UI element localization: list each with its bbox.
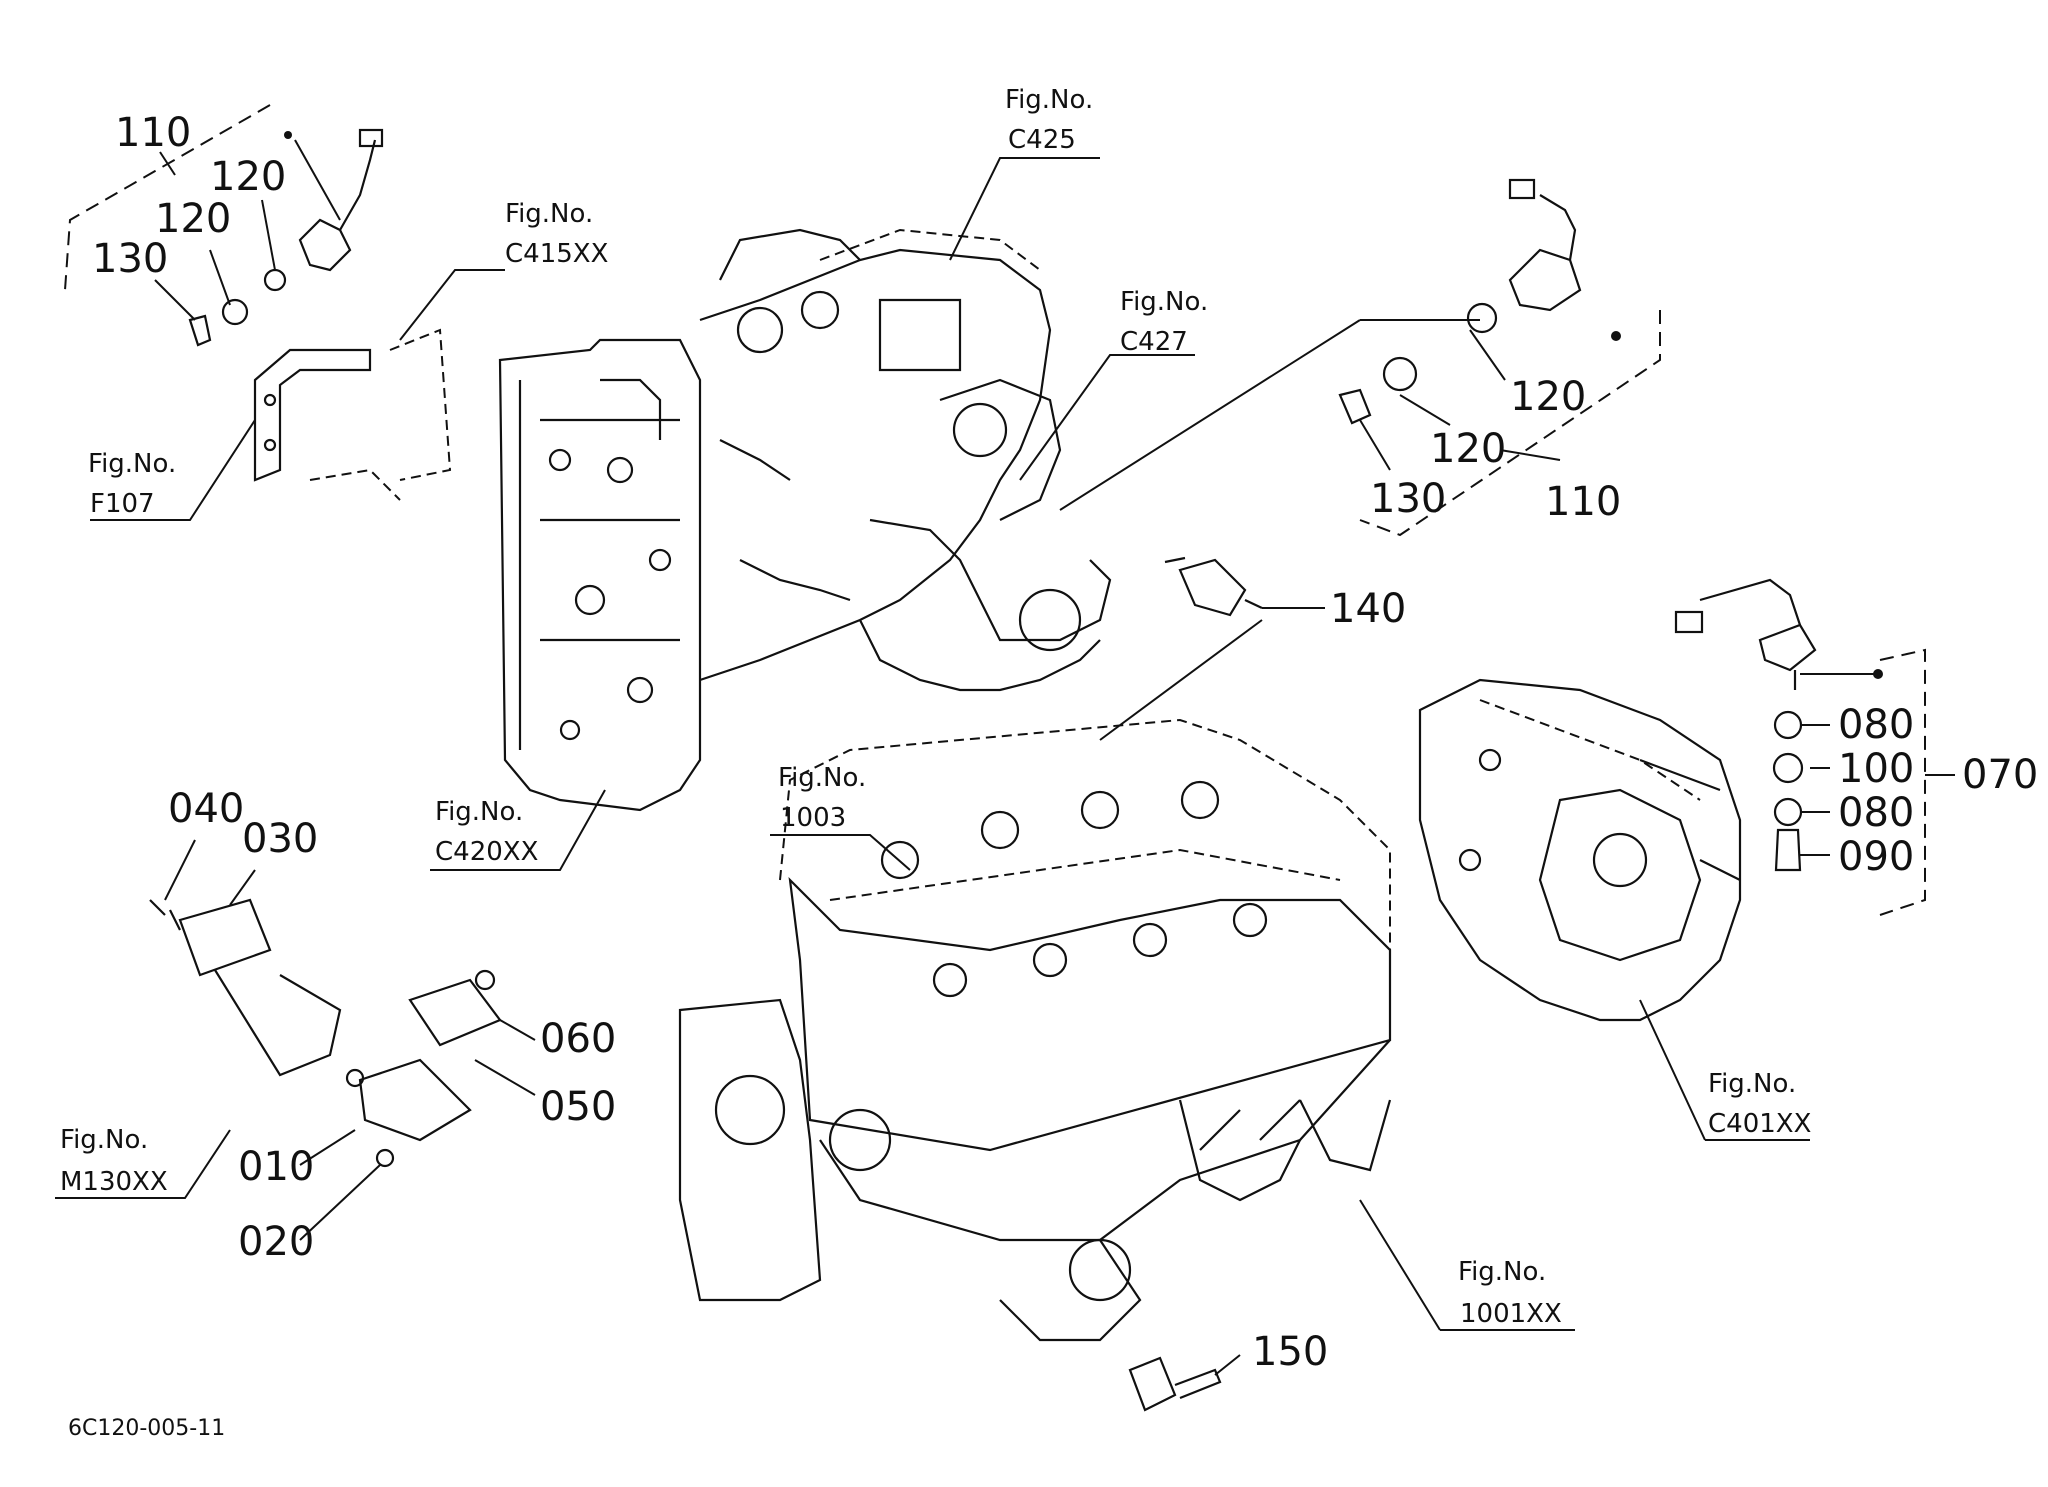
callout-010[interactable]: 010: [238, 1144, 314, 1190]
fig-m130xx-label[interactable]: Fig.No.: [60, 1125, 148, 1155]
callout-120-right-upper[interactable]: 120: [1510, 374, 1586, 420]
fig-c420xx-label[interactable]: Fig.No.: [435, 797, 523, 827]
callout-140[interactable]: 140: [1330, 586, 1406, 632]
switch-140-drawing: [1164, 556, 1263, 617]
leader-lines: [55, 104, 1955, 1376]
callout-120-left-upper[interactable]: 120: [210, 154, 286, 200]
bracket-f107-drawing: [253, 328, 452, 501]
fig-c427-label[interactable]: Fig.No.: [1120, 287, 1208, 317]
callout-070[interactable]: 070: [1962, 752, 2038, 798]
callout-150[interactable]: 150: [1252, 1329, 1328, 1375]
callout-080-upper[interactable]: 080: [1838, 702, 1914, 748]
fig-c420xx-number[interactable]: C420XX: [435, 837, 538, 867]
callout-050[interactable]: 050: [540, 1084, 616, 1130]
fig-1003-label[interactable]: Fig.No.: [778, 763, 866, 793]
callout-080-lower[interactable]: 080: [1838, 790, 1914, 836]
callout-060[interactable]: 060: [540, 1016, 616, 1062]
fig-c427-number[interactable]: C427: [1120, 327, 1188, 357]
fig-f107-label[interactable]: Fig.No.: [88, 449, 176, 479]
sensor-assembly-110-right: [1338, 178, 1621, 425]
fig-f107-number[interactable]: F107: [90, 489, 155, 519]
solenoid-valves-drawing: [149, 898, 502, 1168]
transmission-housing-drawing: [498, 228, 1112, 812]
fig-c401xx-label[interactable]: Fig.No.: [1708, 1069, 1796, 1099]
fig-c425-number[interactable]: C425: [1008, 125, 1076, 155]
fig-1001xx-label[interactable]: Fig.No.: [1458, 1257, 1546, 1287]
clutch-housing-drawing: [1418, 678, 1742, 1022]
callout-100[interactable]: 100: [1838, 746, 1914, 792]
callout-090[interactable]: 090: [1838, 834, 1914, 880]
fig-c401xx-number[interactable]: C401XX: [1708, 1109, 1811, 1139]
callout-130-right[interactable]: 130: [1370, 476, 1446, 522]
callout-labels: 110 120 120 130 120 120 130 110 140 080 …: [92, 110, 2038, 1375]
callout-120-left-lower[interactable]: 120: [155, 196, 231, 242]
callout-110-right[interactable]: 110: [1545, 479, 1621, 525]
callout-130-left[interactable]: 130: [92, 236, 168, 282]
sender-150-drawing: [1128, 1356, 1222, 1412]
fig-c415xx-number[interactable]: C415XX: [505, 239, 608, 269]
fig-c415xx-label[interactable]: Fig.No.: [505, 199, 593, 229]
fig-1001xx-number[interactable]: 1001XX: [1460, 1299, 1562, 1329]
engine-block-drawing: [678, 718, 1392, 1342]
figure-references: Fig.No. C425 Fig.No. C415XX Fig.No. C427…: [60, 85, 1811, 1329]
fig-c425-label[interactable]: Fig.No.: [1005, 85, 1093, 115]
callout-030[interactable]: 030: [242, 816, 318, 862]
drawing-code: 6C120-005-11: [68, 1416, 225, 1441]
callout-040[interactable]: 040: [168, 786, 244, 832]
fig-m130xx-number[interactable]: M130XX: [60, 1167, 168, 1197]
callout-110-left[interactable]: 110: [115, 110, 191, 156]
callout-120-right-lower[interactable]: 120: [1430, 426, 1506, 472]
callout-020[interactable]: 020: [238, 1219, 314, 1265]
fig-1003-number[interactable]: 1003: [780, 803, 846, 833]
